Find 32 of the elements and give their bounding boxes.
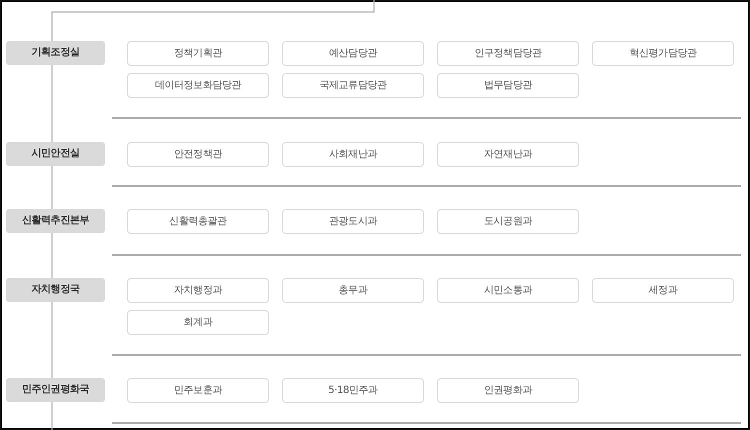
connector-line [51, 233, 53, 278]
connector-line [51, 302, 53, 378]
division-label-box: 도시공원과 [437, 209, 579, 234]
department-label-box: 시민안전실 [6, 142, 105, 166]
division-label-box: 세정과 [592, 278, 734, 303]
division-label-box: 신활력총괄관 [127, 209, 269, 234]
division-label-box: 자치행정과 [127, 278, 269, 303]
division-label-box: 예산담당관 [282, 41, 424, 66]
division-label-box: 인권평화과 [437, 378, 579, 403]
division-label-box: 사회재난과 [282, 142, 424, 167]
connector-line [51, 0, 375, 41]
division-label-box: 회계과 [127, 310, 269, 335]
department-label-box: 기획조정실 [6, 41, 105, 65]
division-label-box: 데이터정보화담당관 [127, 73, 269, 98]
connector-line [51, 65, 53, 142]
division-label-box: 총무과 [282, 278, 424, 303]
department-label-box: 자치행정국 [6, 278, 105, 302]
connector-line [51, 166, 53, 209]
connector-line [51, 402, 53, 430]
division-label-box: 시민소통과 [437, 278, 579, 303]
division-label-box: 혁신평가담당관 [592, 41, 734, 66]
division-label-box: 민주보훈과 [127, 378, 269, 403]
division-label-box: 관광도시과 [282, 209, 424, 234]
division-label-box: 국제교류담당관 [282, 73, 424, 98]
division-label-box: 정책기획관 [127, 41, 269, 66]
department-label-box: 민주인권평화국 [6, 378, 105, 402]
division-label-box: 인구정책담당관 [437, 41, 579, 66]
department-label-box: 신활력추진본부 [6, 209, 105, 233]
division-label-box: 안전정책관 [127, 142, 269, 167]
division-label-box: 5·18민주과 [282, 378, 424, 403]
division-label-box: 자연재난과 [437, 142, 579, 167]
division-label-box: 법무담당관 [437, 73, 579, 98]
